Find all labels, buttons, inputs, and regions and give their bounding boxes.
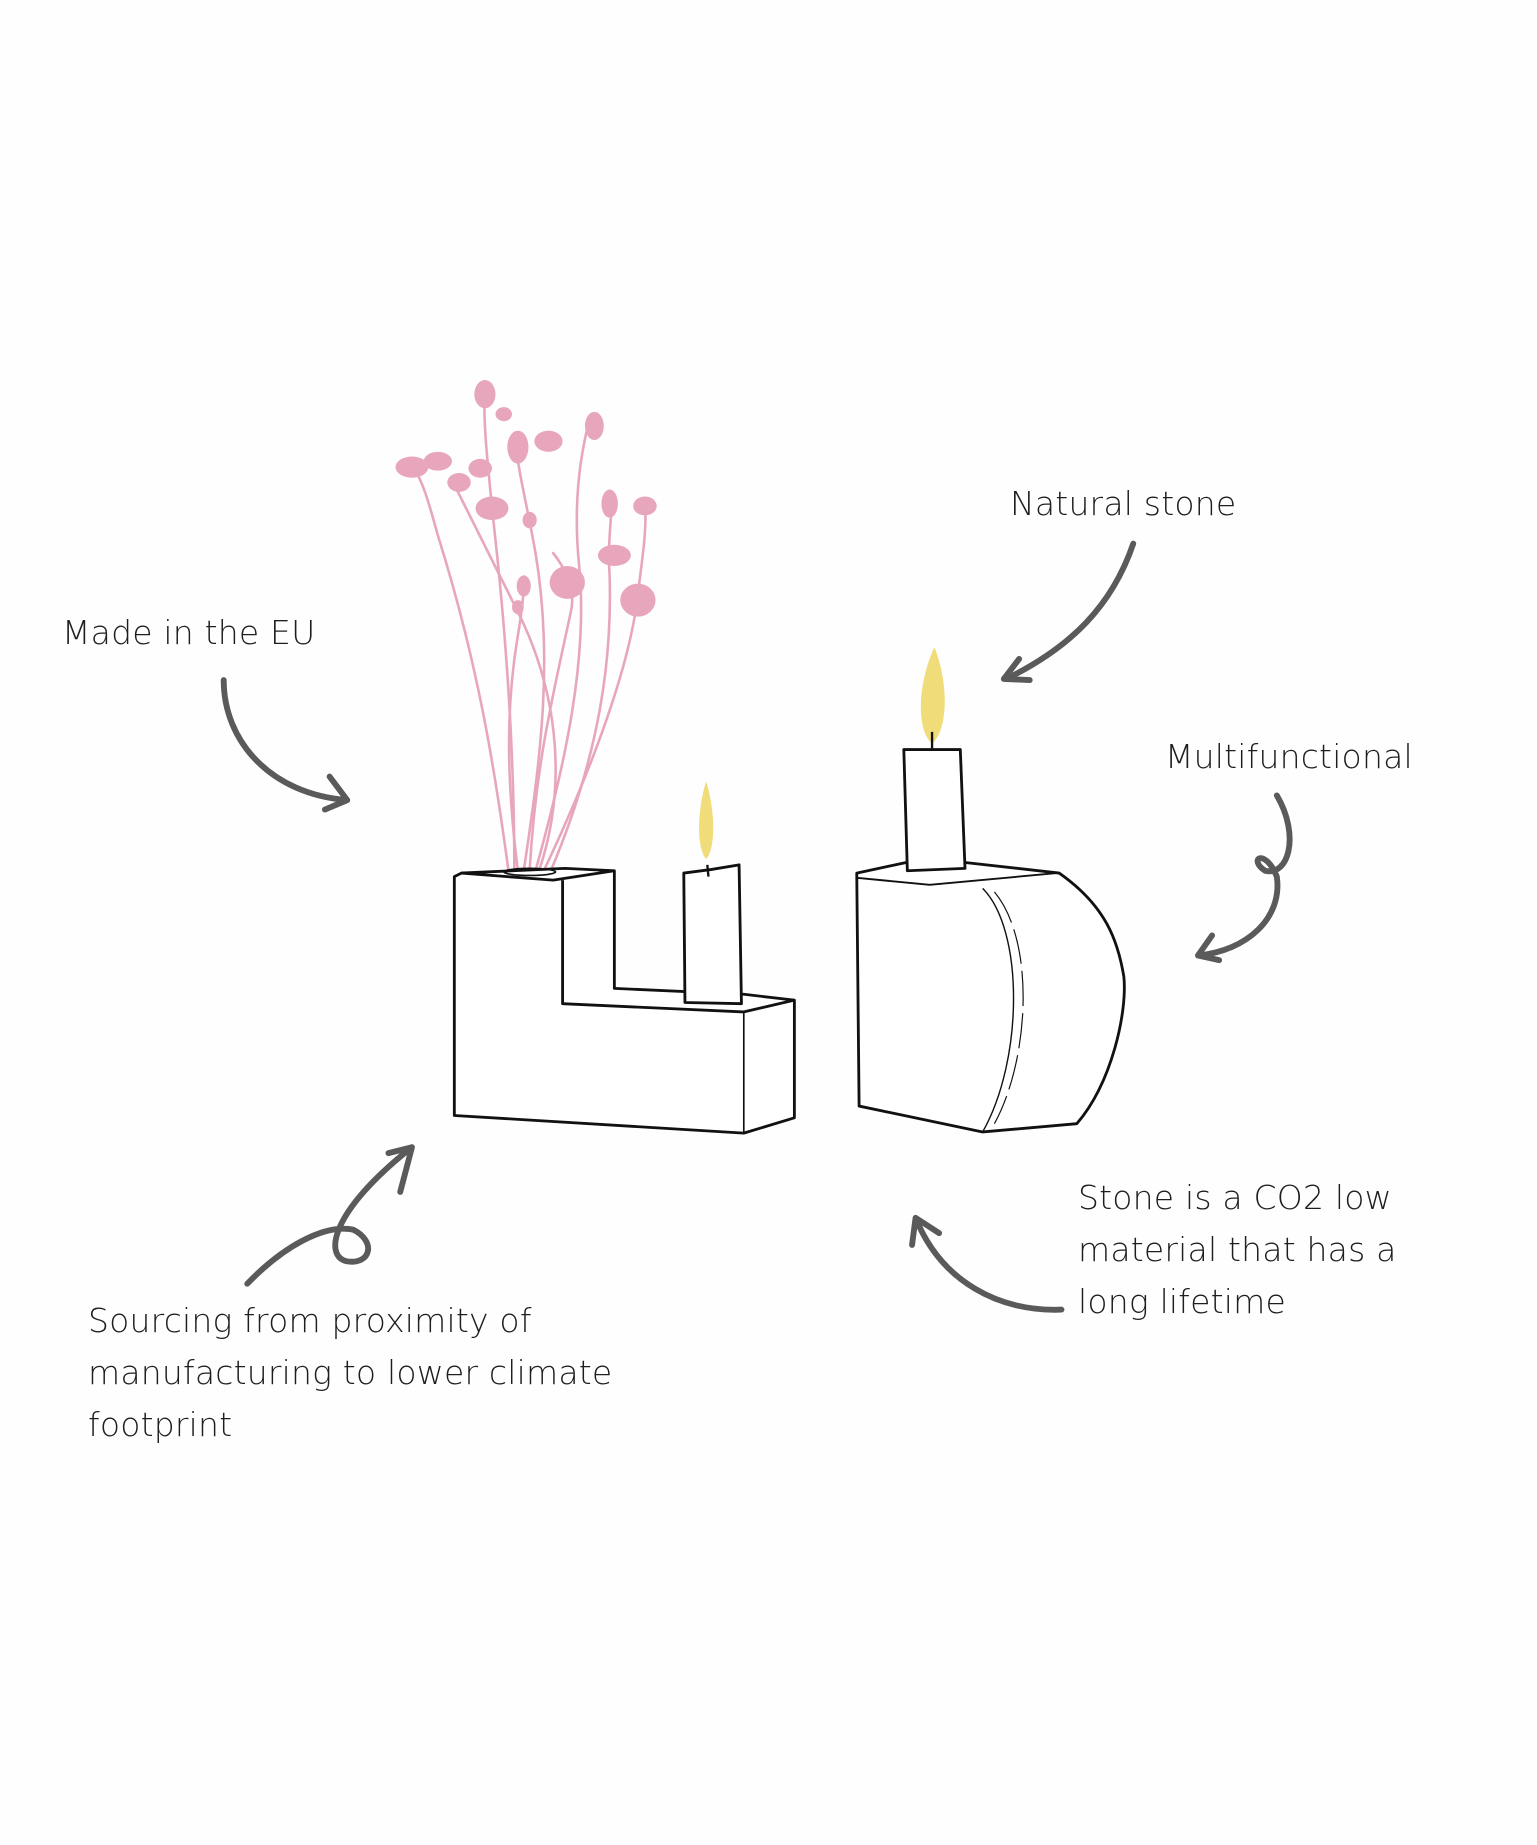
flower-heads — [395, 380, 657, 617]
pink-flowers — [410, 387, 647, 873]
co2-line-2: material that has a — [1078, 1230, 1397, 1269]
sourcing-line-2: manufacturing to lower climate — [88, 1353, 613, 1392]
label-sourcing: Sourcing from proximity of manufacturing… — [88, 1295, 612, 1451]
arrow-sourcing — [244, 1144, 415, 1287]
left-holder — [452, 863, 796, 1135]
right-holder — [855, 748, 1126, 1134]
co2-line-3: long lifetime — [1078, 1282, 1286, 1321]
label-natural-stone: Natural stone — [1010, 484, 1237, 523]
label-made-in-eu: Made in the EU — [62, 613, 316, 652]
candle-flames — [699, 647, 945, 877]
label-multifunctional: Multifunctional — [1165, 737, 1413, 776]
sourcing-line-3: footprint — [88, 1405, 233, 1444]
co2-line-1: Stone is a CO2 low — [1078, 1178, 1392, 1217]
arrow-natural-stone — [1000, 540, 1137, 684]
arrow-made-in-eu — [220, 677, 351, 813]
arrow-multifunctional — [1195, 792, 1293, 964]
annotation-arrows — [220, 540, 1293, 1313]
label-co2-low: Stone is a CO2 low material that has a l… — [1078, 1172, 1397, 1328]
arrow-co2 — [909, 1214, 1065, 1313]
sourcing-line-1: Sourcing from proximity of — [88, 1301, 532, 1340]
